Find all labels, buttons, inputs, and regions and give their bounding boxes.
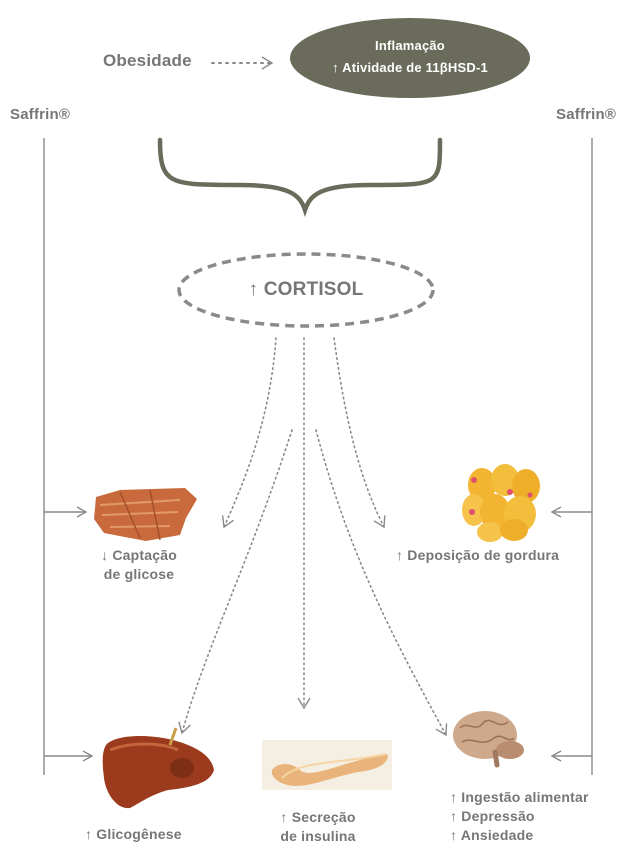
brain-effects-label: ↑ Ingestão alimentar ↑ Depressão ↑ Ansie…: [450, 788, 589, 845]
inflammation-ellipse: [290, 18, 530, 98]
saffrin-left-line: [44, 138, 92, 775]
saffrin-right-label: Saffrin®: [556, 106, 616, 123]
curly-brace: [160, 140, 440, 210]
fat-deposition-label: ↑ Deposição de gordura: [396, 546, 559, 565]
brain-icon: [453, 711, 524, 765]
pancreas-icon: [262, 740, 392, 790]
glucose-uptake-label: ↓ Captação de glicose: [84, 546, 194, 584]
liver-icon: [103, 728, 214, 808]
cortisol-label: ↑ CORTISOL: [200, 279, 412, 301]
saffrin-right-line: [552, 138, 592, 775]
glucose-uptake-line-1: ↓ Captação: [84, 546, 194, 565]
glycogenesis-label: ↑ Glicogênese: [85, 825, 182, 844]
insulin-secretion-label: ↑ Secreção de insulina: [268, 808, 368, 846]
saffrin-left-label: Saffrin®: [10, 106, 70, 123]
inflammation-label: Inflamação: [300, 38, 520, 53]
insulin-secretion-line-2: de insulina: [268, 827, 368, 846]
fat-cells-icon: [462, 464, 540, 542]
depression-line: ↑ Depressão: [450, 807, 589, 826]
anxiety-line: ↑ Ansiedade: [450, 826, 589, 845]
cortisol-arrows: [182, 338, 446, 735]
glucose-uptake-line-2: de glicose: [84, 565, 194, 584]
food-intake-line: ↑ Ingestão alimentar: [450, 788, 589, 807]
obesity-label: Obesidade: [103, 51, 192, 71]
insulin-secretion-line-1: ↑ Secreção: [268, 808, 368, 827]
enzyme-activity-label: ↑ Atividade de 11βHSD-1: [290, 60, 530, 75]
muscle-tissue-icon: [94, 488, 197, 541]
